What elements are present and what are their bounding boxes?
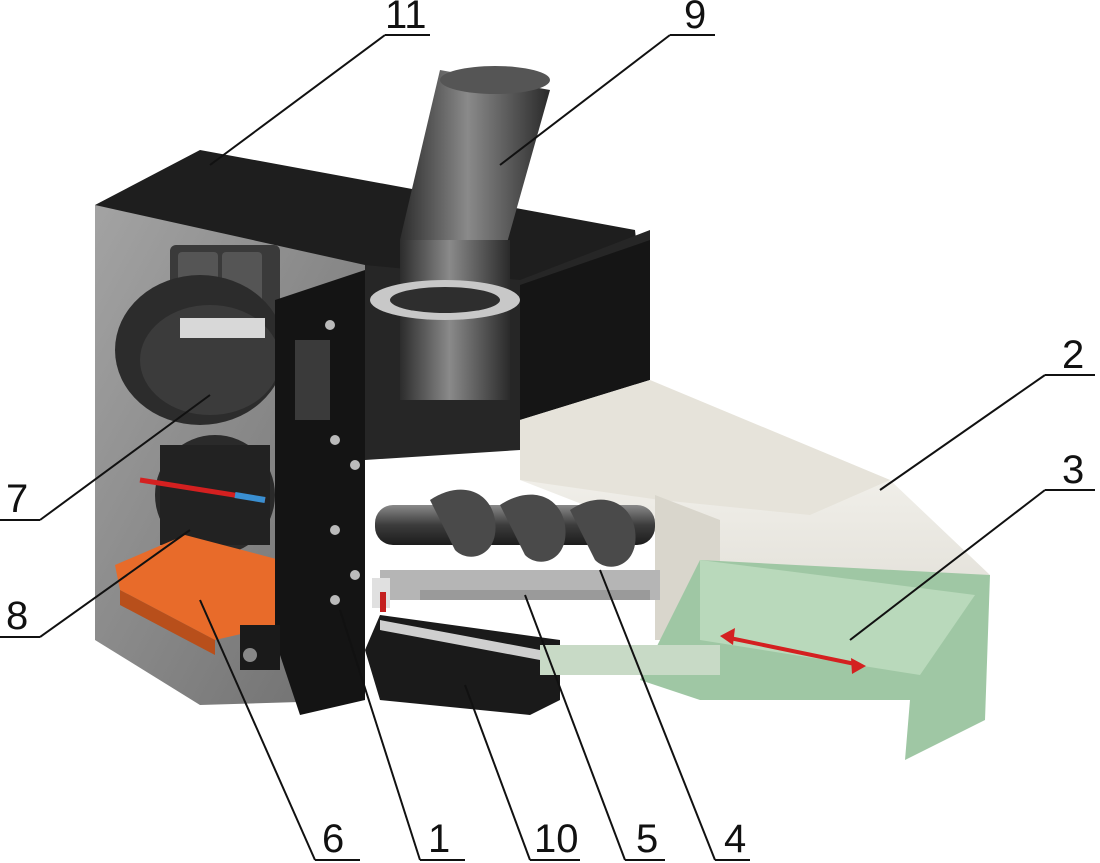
callout-leaders: [0, 34, 1095, 861]
feed-pipe: [370, 66, 550, 400]
motion-arrow: [724, 635, 861, 667]
callout-11: 11: [385, 0, 427, 37]
grate: [640, 560, 990, 760]
callout-9: 9: [684, 0, 706, 37]
control-box: [115, 535, 280, 655]
blower-label-plate: [180, 318, 265, 338]
callout-1: 1: [428, 817, 450, 861]
igniter-assembly: [372, 570, 660, 612]
callout-3: 3: [1062, 448, 1084, 492]
feed-auger: [375, 489, 655, 567]
callout-2: 2: [1062, 333, 1084, 377]
motor: [139, 435, 275, 555]
callout-10: 10: [534, 817, 579, 861]
support-rail: [365, 615, 720, 715]
blower-fan: [115, 245, 285, 425]
callout-5: 5: [636, 817, 658, 861]
callout-labels: 11 9 2 3 7 8 6 1 10 5 4: [6, 0, 1084, 861]
mounting-plate: [240, 270, 365, 715]
callout-7: 7: [6, 477, 28, 521]
callout-6: 6: [322, 817, 344, 861]
callout-4: 4: [724, 817, 746, 861]
callout-8: 8: [6, 594, 28, 638]
